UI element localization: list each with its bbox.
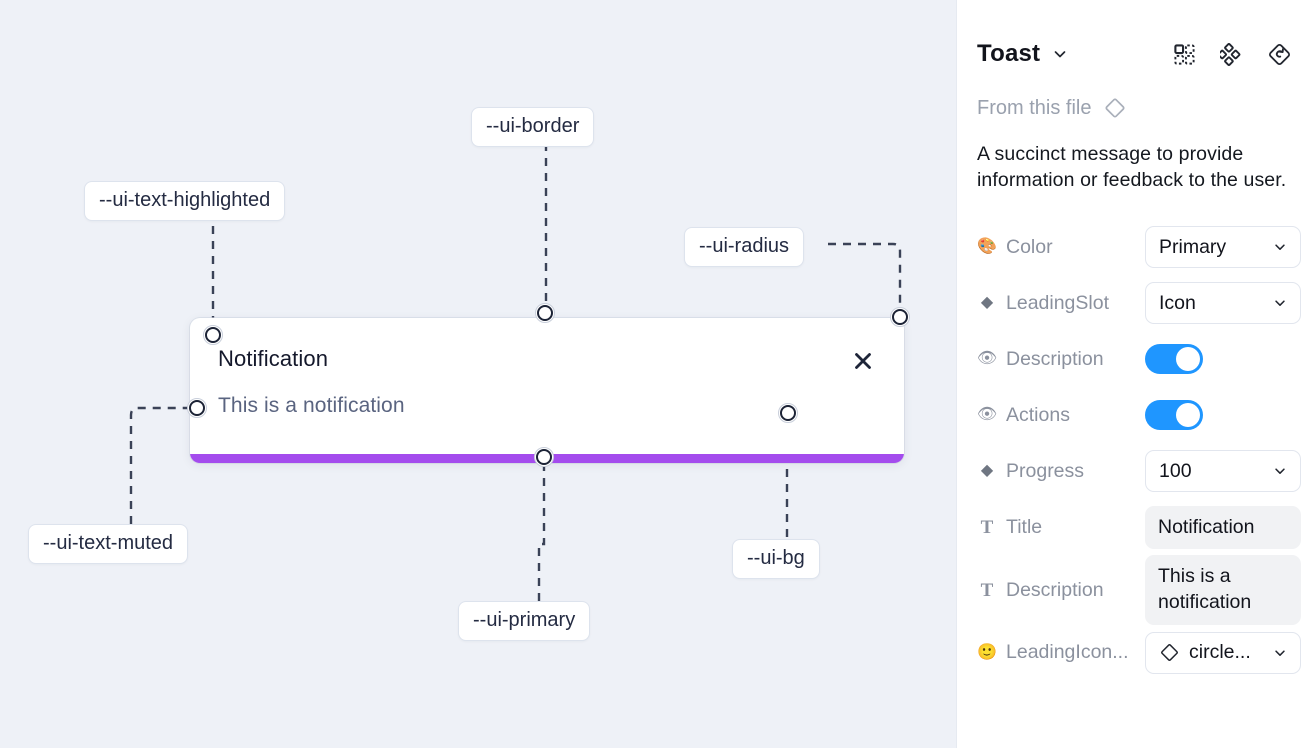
annotation-pill-ui-text-muted[interactable]: --ui-text-muted <box>28 524 189 564</box>
close-x-icon <box>855 353 871 369</box>
toast-title: Notification <box>218 346 329 371</box>
description-input[interactable]: This is a notification <box>1145 555 1301 625</box>
from-this-file-label: From this file <box>977 96 1092 119</box>
leadingslot-select[interactable]: Icon <box>1145 282 1301 325</box>
annotation-pill-ui-radius[interactable]: --ui-radius <box>684 227 805 267</box>
description-toggle[interactable] <box>1145 344 1203 375</box>
diamond-outline-icon <box>1159 642 1180 663</box>
properties-panel: Toast <box>956 0 1312 748</box>
panel-title: Toast <box>977 40 1041 67</box>
annotation-pill-ui-bg[interactable]: --ui-bg <box>732 539 820 579</box>
leadingicon-select[interactable]: circle... <box>1145 631 1301 674</box>
component-grid-icon <box>1174 43 1195 65</box>
toast-preview-card[interactable]: Notification This is a notification <box>190 318 904 463</box>
palette-emoji-icon: 🎨 <box>977 238 997 256</box>
eye-emoji-icon: 👁 <box>977 406 998 424</box>
anchor-handle-radius[interactable] <box>890 307 910 327</box>
property-row-progress: ◆ Progress 100 <box>977 443 1301 499</box>
smiley-emoji-icon: 🙂 <box>977 643 997 661</box>
annotation-pill-ui-text-highlighted[interactable]: --ui-text-highlighted <box>84 181 286 221</box>
toast-close-button[interactable] <box>850 348 876 374</box>
text-t-icon: T <box>980 516 994 538</box>
design-canvas[interactable]: Notification This is a notification --ui… <box>0 0 956 748</box>
property-label-leadingicon: 🙂 LeadingIcon... <box>977 641 1129 664</box>
property-row-description-toggle: 👁 Description <box>977 331 1292 387</box>
property-row-actions-toggle: 👁 Actions <box>977 387 1292 443</box>
property-row-color: 🎨 Color Primary <box>977 219 1301 275</box>
property-label-leadingslot: ◆ LeadingSlot <box>977 292 1145 315</box>
component-description: A succinct message to provide informatio… <box>977 143 1287 191</box>
property-row-leadingslot: ◆ LeadingSlot Icon <box>977 275 1301 331</box>
anchor-handle-primary[interactable] <box>534 447 554 467</box>
reset-instance-icon <box>1269 43 1290 65</box>
chevron-down-icon <box>1273 240 1287 254</box>
variants-cluster-icon <box>1220 42 1241 66</box>
diamond-outline-icon <box>1105 98 1125 118</box>
chevron-down-icon <box>1273 646 1287 660</box>
eye-emoji-icon: 👁 <box>977 350 998 368</box>
text-t-icon: T <box>980 579 994 601</box>
chevron-down-icon <box>1273 464 1287 478</box>
property-row-description-text: T Description This is a notification <box>977 555 1301 625</box>
annotation-pill-ui-border[interactable]: --ui-border <box>471 107 595 147</box>
title-input[interactable]: Notification <box>1145 505 1301 550</box>
properties-list: 🎨 Color Primary <box>977 219 1301 681</box>
reset-instance-icon-button[interactable] <box>1267 42 1292 67</box>
from-this-file-row[interactable]: From this file <box>977 96 1292 120</box>
diamond-filled-icon: ◆ <box>980 462 994 480</box>
property-label-title: T Title <box>977 516 1145 539</box>
property-label-actions-toggle: 👁 Actions <box>977 403 1070 426</box>
variants-cluster-icon-button[interactable] <box>1220 42 1243 66</box>
property-label-color: 🎨 Color <box>977 235 1053 258</box>
panel-title-dropdown-button[interactable] <box>1052 46 1068 62</box>
anchor-handle-bg[interactable] <box>778 403 798 423</box>
anchor-handle-text-muted[interactable] <box>187 398 207 418</box>
anchor-handle-text-highlighted[interactable] <box>203 325 223 345</box>
anchor-handle-border[interactable] <box>535 303 555 323</box>
property-label-description-toggle: 👁 Description <box>977 347 1104 370</box>
progress-select[interactable]: 100 <box>1145 450 1301 493</box>
diamond-filled-icon: ◆ <box>980 294 994 312</box>
toast-description: This is a notification <box>218 394 405 417</box>
annotation-pill-ui-primary[interactable]: --ui-primary <box>458 601 591 641</box>
property-label-progress: ◆ Progress <box>977 460 1145 483</box>
chevron-down-icon <box>1273 296 1287 310</box>
property-row-title: T Title Notification <box>977 499 1301 555</box>
property-label-description-text: T Description <box>977 579 1145 602</box>
component-grid-icon-button[interactable] <box>1173 43 1196 66</box>
actions-toggle[interactable] <box>1145 400 1203 431</box>
property-row-leadingicon: 🙂 LeadingIcon... circle... <box>977 625 1301 681</box>
panel-header: Toast <box>977 26 1292 82</box>
color-select[interactable]: Primary <box>1145 226 1301 269</box>
panel-header-actions <box>1173 42 1292 67</box>
chevron-down-icon <box>1054 51 1066 58</box>
